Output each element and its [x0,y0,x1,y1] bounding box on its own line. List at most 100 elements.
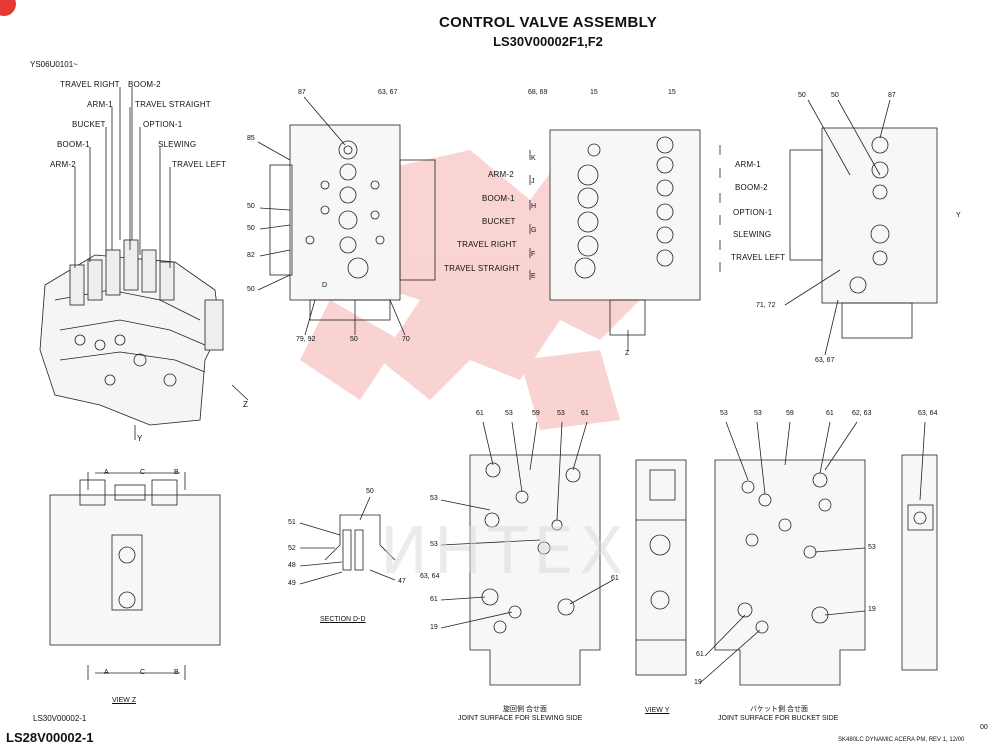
slew-callout-53-d: 53 [430,541,438,548]
iso-label-boom-2: BOOM-2 [128,80,161,89]
side-label-boom-2: BOOM-2 [735,183,768,192]
iso-axis-z: Z [243,400,249,409]
iso-label-arm-1: ARM-1 [87,100,113,109]
front-view-drawing [257,96,436,336]
slew-callout-61-a: 61 [476,410,484,417]
front-callout-85: 85 [247,135,255,142]
iso-label-bucket: BUCKET [72,120,106,129]
bucket-callout-61-b: 61 [696,651,704,658]
side-label-slewing: SLEWING [733,230,772,239]
side-callout-68-69: 68, 69 [528,89,548,96]
side-label-arm-2: ARM-2 [488,170,514,179]
bucket-callout-19-a: 19 [868,606,876,613]
part-number-main: LS28V00002-1 [6,730,94,745]
dd-callout-47: 47 [398,578,406,585]
iso-label-arm-2: ARM-2 [50,160,76,169]
iso-label-slewing: SLEWING [158,140,197,149]
viewz-section-a-bottom: A [104,669,109,676]
rear-view-drawing [784,99,938,356]
dd-callout-49: 49 [288,580,296,587]
iso-label-option-1: OPTION-1 [143,120,183,129]
slew-caption: JOINT SURFACE FOR SLEWING SIDE [458,715,583,722]
iso-axis-y: Y [137,434,143,443]
front-callout-50-d: 50 [350,336,358,343]
slewing-joint-drawing [440,421,614,686]
viewz-section-a-top: A [104,469,109,476]
side-callout-15-a: 15 [590,89,598,96]
watermark-text: ИНТЕХ [380,515,630,589]
front-callout-63-67: 63, 67 [378,89,398,96]
corner-badge [0,0,16,16]
page-number: 00 [980,724,988,731]
far-right-drawing [901,421,938,671]
farright-callout-63-64: 63, 64 [918,410,938,417]
slew-caption-jp: 旋回側 合せ面 [503,706,547,713]
slew-callout-61-d: 61 [611,575,619,582]
side-label-option-1: OPTION-1 [733,208,773,217]
rear-axis-y: Y [956,212,961,219]
drawing-title: CONTROL VALVE ASSEMBLY [438,14,657,31]
side-section-h: H [531,203,537,210]
bucket-callout-53-c: 53 [868,544,876,551]
front-section-d: D [322,282,328,289]
bucket-callout-62-63: 62, 63 [852,410,872,417]
bucket-callout-59: 59 [786,410,794,417]
viewz-section-b-top: B [174,469,179,476]
bucket-joint-drawing [699,421,866,686]
side-label-bucket: BUCKET [482,217,516,226]
front-callout-87: 87 [298,89,306,96]
bucket-caption: JOINT SURFACE FOR BUCKET SIDE [718,715,839,722]
dd-callout-51: 51 [288,519,296,526]
iso-label-boom-1: BOOM-1 [57,140,90,149]
slew-callout-61-b: 61 [581,410,589,417]
side-label-travel-right: TRAVEL RIGHT [457,240,517,249]
slew-callout-61-c: 61 [430,596,438,603]
view-z-drawing [49,472,221,680]
viewy-caption: VIEW Y [645,707,670,714]
viewz-section-c-bottom: C [140,669,146,676]
rear-callout-50-b: 50 [831,92,839,99]
front-callout-79-92: 79, 92 [296,336,316,343]
rear-callout-87: 87 [888,92,896,99]
slew-callout-53-c: 53 [430,495,438,502]
section-dd-drawing [299,496,396,585]
front-callout-70: 70 [402,336,410,343]
front-callout-50-c: 50 [247,286,255,293]
doc-ref: YS06U0101~ [30,60,78,69]
front-callout-50-b: 50 [247,225,255,232]
manual-reference: SK480LC DYNAMIC ACERA PM, REV 1, 12/00 [838,737,965,743]
iso-label-travel-straight: TRAVEL STRAIGHT [135,100,211,109]
slew-callout-53-b: 53 [557,410,565,417]
bucket-caption-jp: バケット側 合せ面 [750,706,808,713]
slew-callout-63-64: 63, 64 [420,573,440,580]
side-section-f: F [531,251,536,258]
dd-callout-50: 50 [366,488,374,495]
iso-label-travel-right: TRAVEL RIGHT [60,80,120,89]
side-section-g: G [531,227,537,234]
side-label-travel-left: TRAVEL LEFT [731,253,786,262]
view-y-drawing [635,459,687,676]
side-callout-15-b: 15 [668,89,676,96]
slew-callout-59: 59 [532,410,540,417]
side-view-drawing [529,129,721,350]
side-section-k: K [531,155,536,162]
front-callout-82: 82 [247,252,255,259]
viewz-section-c-top: C [140,469,146,476]
front-callout-50-a: 50 [247,203,255,210]
viewz-caption: VIEW Z [112,697,137,704]
dd-callout-52: 52 [288,545,296,552]
bucket-callout-19-b: 19 [694,679,702,686]
viewz-section-b-bottom: B [174,669,179,676]
side-section-j: J [531,178,535,185]
dd-callout-48: 48 [288,562,296,569]
drawing-subtitle: LS30V00002F1,F2 [493,34,603,49]
side-label-arm-1: ARM-1 [735,160,761,169]
slew-callout-53-a: 53 [505,410,513,417]
dd-caption: SECTION D-D [320,616,366,623]
bucket-callout-53-b: 53 [754,410,762,417]
rear-callout-63-67: 63, 67 [815,357,835,364]
bucket-callout-53-a: 53 [720,410,728,417]
part-number-small: LS30V00002-1 [33,714,87,723]
side-section-e: E [531,273,536,280]
